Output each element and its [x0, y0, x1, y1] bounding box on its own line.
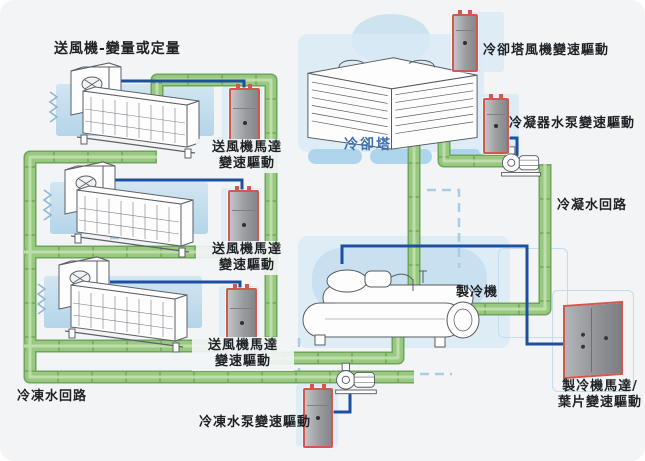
chiller-vfd-cabinet: [563, 300, 623, 380]
cooling-tower-label: 冷卻塔: [344, 137, 392, 153]
condenser-pump-vfd-label: 冷凝器水泵變速驅動: [509, 116, 636, 131]
supply-fan-vfd-label-3: 送風機馬達 變速驅動: [192, 337, 294, 371]
supply-fan-vfd-label-1: 送風機馬達 變速驅動: [196, 139, 298, 173]
tower-water-pill: [308, 149, 362, 164]
supply-fan-title: 送風機-變量或定量: [54, 41, 181, 57]
chilled-loop-label: 冷凍水回路: [17, 389, 88, 404]
air-handling-unit-1: [57, 57, 209, 159]
air-handling-unit-2: [51, 156, 203, 258]
chilled-pump-vfd-label: 冷凍水泵變速驅動: [199, 415, 312, 430]
cabinet-outline-watermark: [552, 290, 634, 392]
condenser-loop-label: 冷凝水回路: [557, 198, 628, 213]
condenser-pump-vfd: [483, 94, 509, 154]
chiller-vfd-label: 製冷機馬達/ 葉片變速驅動: [557, 379, 642, 410]
air-handling-unit-3: [45, 251, 197, 353]
cooling-tower-fan-vfd: [452, 10, 478, 72]
chiller: [295, 255, 500, 355]
chilled-pump-vfd: [303, 384, 333, 448]
supply-fan-vfd-label-2: 送風機馬達 變速驅動: [196, 241, 298, 275]
chiller-label: 製冷機: [456, 285, 499, 300]
chilled-water-pump: [332, 360, 380, 396]
cooling-tower-fan-vfd-label: 冷卻塔風機變速驅動: [483, 43, 610, 58]
chiller-outline-watermark: [498, 248, 568, 338]
